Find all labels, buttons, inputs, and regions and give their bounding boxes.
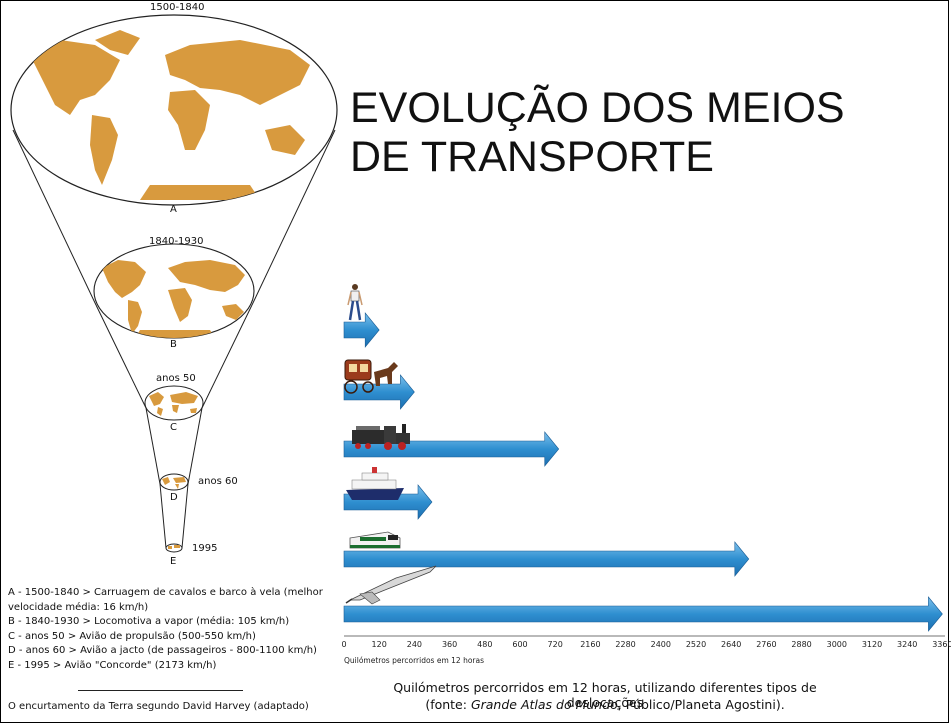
carriage-icon: [344, 359, 398, 394]
map-a-letter: A: [170, 204, 177, 215]
bar-steam-train: [343, 431, 560, 467]
train-icon: [349, 531, 401, 549]
legend-line: C - anos 50 > Avião de propulsão (500-55…: [8, 630, 256, 642]
chart-source: (fonte: Grande Atlas do Mundo, Público/P…: [360, 697, 850, 712]
x-tick-label: 480: [477, 640, 493, 649]
locomotive-icon: [352, 424, 410, 450]
world-map-d: [159, 473, 189, 491]
map-source: O encurtamento da Terra segundo David Ha…: [8, 701, 309, 712]
world-map-e: [165, 543, 183, 553]
x-tick-label: 2880: [791, 640, 812, 649]
map-legend: A - 1500-1840 > Carruagem de cavalos e b…: [8, 586, 323, 673]
x-tick-label: 0: [341, 640, 347, 649]
map-d-letter: D: [170, 492, 178, 503]
bar-horse-carriage: [343, 374, 415, 410]
walker-icon: [347, 284, 363, 321]
transport-bars: [343, 312, 943, 632]
world-map-c: [144, 385, 204, 421]
x-tick-label: 2280: [615, 640, 636, 649]
x-tick-label: 120: [371, 640, 387, 649]
x-tick-label: 600: [512, 640, 528, 649]
legend-line: E - 1995 > Avião "Concorde" (2173 km/h): [8, 659, 217, 671]
map-c-period: anos 50: [156, 373, 196, 384]
slide-title: EVOLUÇÃO DOS MEIOS DE TRANSPORTE: [350, 84, 845, 182]
legend-line: A - 1500-1840 > Carruagem de cavalos e b…: [8, 587, 323, 598]
bar-high-speed-train: [343, 541, 750, 577]
title-line-2: DE TRANSPORTE: [350, 133, 714, 181]
map-d-period: anos 60: [198, 476, 238, 487]
map-e-letter: E: [170, 556, 177, 567]
x-tick-label: 360: [441, 640, 458, 649]
x-tick-label: 2520: [685, 640, 707, 649]
x-tick-label: 3360: [932, 640, 951, 649]
cone-lines: [12, 129, 336, 549]
map-b-letter: B: [170, 339, 177, 350]
bar-ship: [343, 484, 433, 520]
legend-divider: [78, 690, 243, 691]
x-tick-label: 2640: [721, 640, 742, 649]
x-tick-label: 2160: [580, 640, 601, 649]
chart-source-title: Grande Atlas do Mundo: [470, 697, 618, 712]
map-b-period: 1840-1930: [149, 236, 204, 247]
bar-Concorde: [343, 596, 943, 632]
map-a-period: 1500-1840: [150, 2, 205, 13]
x-tick-label: 3240: [897, 640, 918, 649]
map-c-letter: C: [170, 422, 177, 433]
chart-source-post: , Público/Planeta Agostini).: [617, 697, 785, 712]
ship-icon: [346, 467, 404, 500]
chart-source-pre: (fonte:: [425, 697, 471, 712]
chart-caption: Quilómetros percorridos em 12 horas, uti…: [393, 680, 817, 710]
legend-line: velocidade média: 16 km/h): [8, 601, 149, 613]
x-tick-label: 3000: [826, 640, 847, 649]
x-tick-label: 3120: [861, 640, 883, 649]
world-map-b: [93, 243, 255, 339]
x-axis-label: Quilómetros percorridos em 12 horas: [344, 656, 484, 665]
x-tick-label: 720: [547, 640, 563, 649]
map-e-period: 1995: [192, 543, 218, 554]
x-tick-label: 2760: [756, 640, 777, 649]
plane-icon: [345, 565, 437, 605]
world-map-a: [10, 14, 338, 206]
bar-walking: [343, 312, 380, 348]
x-tick-label: 240: [406, 640, 423, 649]
x-tick-label: 2400: [650, 640, 671, 649]
legend-line: B - 1840-1930 > Locomotiva a vapor (médi…: [8, 616, 290, 627]
title-line-1: EVOLUÇÃO DOS MEIOS: [350, 84, 845, 132]
legend-line: D - anos 60 > Avião a jacto (de passagei…: [8, 645, 317, 656]
